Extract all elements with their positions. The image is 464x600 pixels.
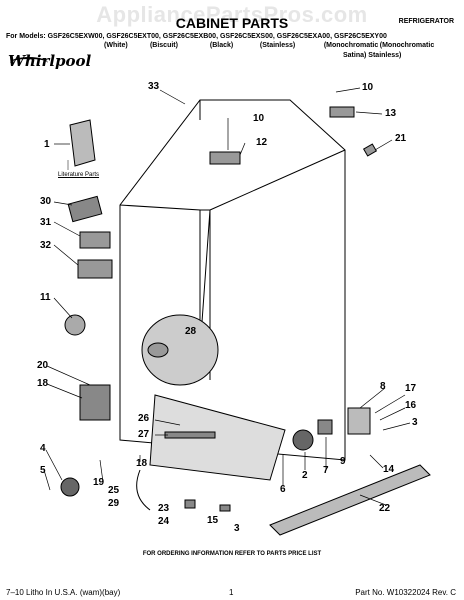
callout-22: 22	[379, 503, 391, 514]
callout-5: 5	[40, 465, 46, 476]
callout-4: 4	[40, 443, 46, 454]
callout-21: 21	[395, 133, 407, 144]
callout-12: 12	[256, 137, 268, 148]
callout-25: 25	[108, 485, 120, 496]
callout-7: 7	[323, 465, 329, 476]
logo-swoosh	[10, 57, 48, 69]
part-21	[362, 143, 378, 157]
callout-1: 1	[44, 139, 50, 150]
callout-20: 20	[37, 360, 49, 371]
color-mono-satina: (Monochromatic	[323, 42, 379, 49]
color-black: (Black)	[209, 42, 234, 49]
part-32	[77, 259, 113, 279]
part-28	[147, 342, 169, 358]
part-27	[164, 431, 216, 439]
part-31	[79, 231, 111, 249]
callout-13: 13	[385, 108, 397, 119]
callout-6: 6	[280, 484, 286, 495]
part-8-bracket	[347, 407, 371, 435]
part-20-hinge	[79, 384, 111, 421]
color-satina: Satina)	[343, 52, 367, 59]
cabinet-front-edge	[119, 149, 346, 351]
color-white: (White)	[104, 42, 128, 49]
part-13	[329, 106, 355, 118]
doc-type: REFRIGERATOR	[398, 18, 454, 25]
part-4-roller	[60, 477, 80, 497]
callout-14: 14	[383, 464, 395, 475]
callout-2: 2	[302, 470, 308, 481]
litho-line: 7–10 Litho In U.S.A. (wam)(bay)	[6, 588, 121, 597]
page-title: CABINET PARTS	[175, 15, 289, 31]
part-22-grille	[269, 464, 431, 536]
ordering-note: FOR ORDERING INFORMATION REFER TO PARTS …	[142, 551, 322, 557]
callout-33: 33	[148, 81, 160, 92]
part-7	[317, 419, 333, 435]
callout-10-top: 10	[362, 82, 374, 93]
callout-3-right: 3	[412, 417, 418, 428]
callout-23: 23	[158, 503, 170, 514]
callout-28: 28	[185, 326, 197, 337]
callout-32: 32	[40, 240, 52, 251]
part-number: Part No. W10322024 Rev. C	[355, 588, 456, 597]
color-mono-stainless: (Monochromatic	[379, 42, 435, 49]
part-25	[136, 469, 151, 511]
callout-29: 29	[108, 498, 120, 509]
part-30	[67, 195, 103, 223]
callout-19: 19	[93, 477, 105, 488]
literature-label: Literature Parts	[58, 172, 100, 178]
color-biscuit: (Biscuit)	[149, 42, 178, 49]
brand-logo: Whirlpool	[8, 52, 92, 70]
part-11	[64, 314, 86, 336]
color-stainless2: Stainless)	[368, 52, 402, 59]
callout-30: 30	[40, 196, 52, 207]
color-list: (White) (Biscuit) (Black) (Stainless) (M…	[104, 42, 434, 49]
part-2-roller	[292, 429, 314, 451]
watermark: AppliancePartsPros.com	[96, 2, 368, 27]
callout-11: 11	[40, 292, 51, 303]
literature-parts	[69, 119, 96, 167]
callout-15: 15	[207, 515, 219, 526]
callout-10-mid: 10	[253, 113, 265, 124]
part-15	[219, 504, 231, 512]
bottom-shield	[149, 394, 286, 481]
callout-31: 31	[40, 217, 52, 228]
callout-24: 24	[158, 516, 170, 527]
color-stainless: (Stainless)	[259, 42, 296, 49]
part-12	[209, 151, 241, 165]
part-28-cutout	[141, 314, 219, 386]
callout-9: 9	[340, 456, 346, 467]
callout-27: 27	[138, 429, 150, 440]
models-line: For Models: GSF26C5EXW00, GSF26C5EXT00, …	[6, 33, 387, 40]
callout-8: 8	[380, 381, 386, 392]
callout-16: 16	[405, 400, 417, 411]
page-number: 1	[229, 588, 234, 597]
color-list-line2: Satina) Stainless)	[343, 52, 401, 59]
callout-26: 26	[138, 413, 150, 424]
callout-18-left: 18	[37, 378, 49, 389]
callout-3-bottom: 3	[234, 523, 240, 534]
callout-17: 17	[405, 383, 417, 394]
part-23	[184, 499, 196, 509]
callout-18-mid: 18	[136, 458, 148, 469]
